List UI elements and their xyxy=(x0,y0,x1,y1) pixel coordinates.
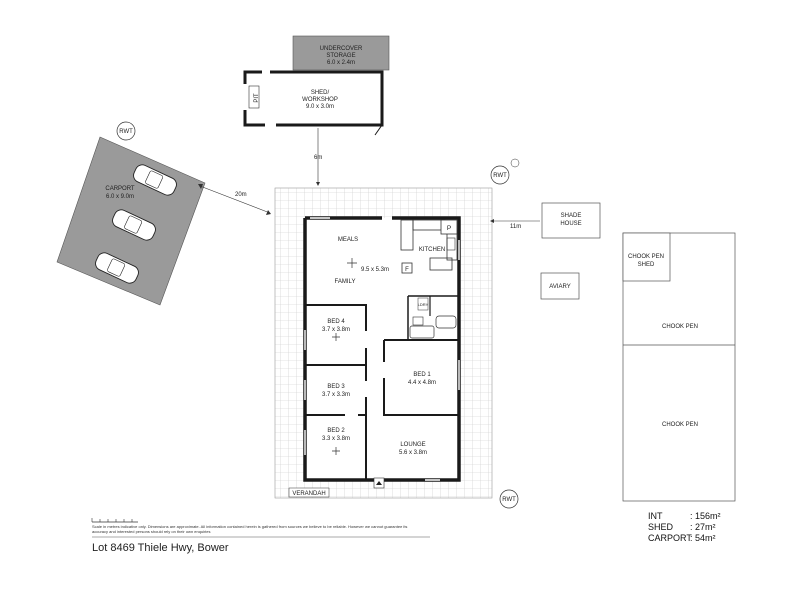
area-row-carport: CARPORT: 54m² xyxy=(648,533,716,543)
dimension-shed: 6m xyxy=(314,128,322,186)
svg-text:LDRY: LDRY xyxy=(418,302,429,307)
svg-text:P: P xyxy=(447,225,451,232)
svg-text:6m: 6m xyxy=(314,155,322,161)
svg-text:BED 3: BED 3 xyxy=(327,384,345,390)
svg-text:CHOOK PEN: CHOOK PEN xyxy=(628,254,664,260)
area-row-shed: SHED: 27m² xyxy=(648,522,716,532)
svg-text:BED 1: BED 1 xyxy=(413,372,431,378)
svg-text:RWT: RWT xyxy=(493,173,507,179)
svg-text:6.0 x 2.4m: 6.0 x 2.4m xyxy=(327,60,355,66)
svg-text:STORAGE: STORAGE xyxy=(326,53,355,59)
svg-text:LOUNGE: LOUNGE xyxy=(400,442,425,448)
svg-text:HOUSE: HOUSE xyxy=(560,221,581,227)
svg-text:3.3 x 3.8m: 3.3 x 3.8m xyxy=(322,436,350,442)
property-address: Lot 8469 Thiele Hwy, Bower xyxy=(92,542,229,554)
svg-text:6.0 x 9.0m: 6.0 x 9.0m xyxy=(106,194,134,200)
svg-text:KITCHEN: KITCHEN xyxy=(419,247,445,253)
svg-text:11m: 11m xyxy=(510,224,521,230)
svg-text:SHED: SHED xyxy=(638,262,655,268)
svg-text:RWT: RWT xyxy=(119,129,133,135)
rainwater-tank-icon: RWT xyxy=(499,489,519,509)
shed-workshop: PIT SHED/ WORKSHOP 9.0 x 3.0m xyxy=(243,70,384,136)
svg-text:MEALS: MEALS xyxy=(338,237,358,243)
svg-text:WORKSHOP: WORKSHOP xyxy=(302,97,338,103)
svg-text:9.5 x 5.3m: 9.5 x 5.3m xyxy=(361,267,389,273)
svg-text:CHOOK PEN: CHOOK PEN xyxy=(662,422,698,428)
house: P F LDRY MEALS KITCHEN 9.5 x 5.3m FAMILY… xyxy=(303,216,461,489)
aviary: AVIARY xyxy=(540,272,580,300)
svg-text:SHED/: SHED/ xyxy=(311,90,330,96)
svg-text:5.6 x 3.8m: 5.6 x 3.8m xyxy=(399,450,427,456)
svg-text:CARPORT: CARPORT xyxy=(105,186,135,192)
area-row-int: INT: 156m² xyxy=(648,511,721,521)
chook-pens: CHOOK PEN SHED CHOOK PEN CHOOK PEN xyxy=(622,232,736,502)
svg-text:4.4 x 4.8m: 4.4 x 4.8m xyxy=(408,380,436,386)
rainwater-tank-icon: RWT xyxy=(116,121,136,141)
svg-text:3.7 x 3.3m: 3.7 x 3.3m xyxy=(322,392,350,398)
car-icon xyxy=(95,164,177,284)
dimension-carport: 20m xyxy=(198,184,271,215)
svg-text:CHOOK PEN: CHOOK PEN xyxy=(662,324,698,330)
svg-text:AVIARY: AVIARY xyxy=(549,284,570,290)
svg-text:SHADE: SHADE xyxy=(561,213,582,219)
svg-text:BED 4: BED 4 xyxy=(327,319,345,325)
shade-house: SHADE HOUSE xyxy=(541,202,601,239)
undercover-storage: UNDERCOVER STORAGE 6.0 x 2.4m xyxy=(292,35,390,71)
rainwater-tank-icon: RWT xyxy=(490,158,520,185)
svg-text:9.0 x 3.0m: 9.0 x 3.0m xyxy=(306,104,334,110)
svg-text:20m: 20m xyxy=(235,192,247,198)
svg-text:BED 2: BED 2 xyxy=(327,428,345,434)
svg-text:F: F xyxy=(405,267,409,273)
svg-text:3.7 x 3.8m: 3.7 x 3.8m xyxy=(322,327,350,333)
svg-text:UNDERCOVER: UNDERCOVER xyxy=(320,46,363,52)
svg-text:PIT: PIT xyxy=(254,93,260,103)
dimension-shade-house: 11m xyxy=(490,219,540,230)
area-summary: INT: 156m² SHED: 27m² CARPORT: 54m² xyxy=(648,511,721,544)
carport: CARPORT 6.0 x 9.0m xyxy=(56,136,206,306)
svg-text:VERANDAH: VERANDAH xyxy=(292,491,325,497)
scale-bar xyxy=(91,518,430,538)
svg-text:FAMILY: FAMILY xyxy=(335,279,356,285)
svg-text:RWT: RWT xyxy=(502,497,516,503)
ceiling-fan-icon xyxy=(332,258,357,455)
disclaimer-text: Scale in metres indicative only. Dimensi… xyxy=(92,524,408,534)
